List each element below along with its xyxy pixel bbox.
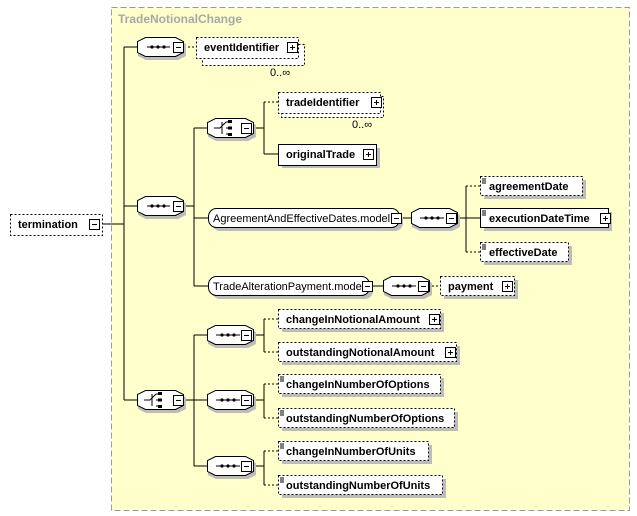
- element-termination-label: termination: [18, 219, 78, 231]
- element-changeInNumberOfUnits[interactable]: changeInNumberOfUnits: [278, 441, 433, 465]
- element-changeInNotionalAmount-label: changeInNotionalAmount: [286, 314, 420, 326]
- sequence-icon: [392, 284, 416, 288]
- sequence-icon: [216, 333, 240, 337]
- collapse-icon[interactable]: [362, 281, 373, 292]
- sequence-compositor-3[interactable]: [411, 208, 461, 232]
- group-ref-agreement-and-effective-dates[interactable]: AgreementAndEffectiveDates.model: [208, 208, 404, 232]
- expand-icon[interactable]: [445, 347, 456, 358]
- choice-icon: [214, 120, 232, 136]
- sequence-compositor-b[interactable]: [207, 390, 257, 414]
- element-changeInNotionalAmount[interactable]: changeInNotionalAmount: [278, 309, 445, 333]
- expand-icon[interactable]: [600, 213, 611, 224]
- sequence-icon: [216, 398, 240, 402]
- collapse-icon[interactable]: [173, 395, 184, 406]
- sequence-compositor-4[interactable]: [383, 276, 433, 300]
- collapse-icon[interactable]: [173, 201, 184, 212]
- element-originalTrade-label: originalTrade: [286, 149, 355, 161]
- sequence-compositor-c[interactable]: [207, 456, 257, 480]
- element-agreementDate[interactable]: agreementDate: [480, 176, 587, 200]
- collapse-icon[interactable]: [418, 281, 429, 292]
- element-changeInNumberOfOptions[interactable]: changeInNumberOfOptions: [278, 374, 445, 398]
- element-payment-label: payment: [448, 281, 494, 293]
- choice-icon: [144, 392, 162, 408]
- element-outstandingNumberOfOptions[interactable]: outstandingNumberOfOptions: [278, 408, 459, 432]
- collapse-icon[interactable]: [446, 213, 457, 224]
- choice-compositor-1[interactable]: [207, 118, 257, 142]
- collapse-icon[interactable]: [89, 219, 100, 230]
- element-eventIdentifier-label: eventIdentifier: [204, 42, 280, 54]
- sequence-icon: [216, 464, 240, 468]
- sequence-compositor-1[interactable]: [137, 37, 187, 61]
- simple-type-icon: [280, 376, 284, 382]
- collapse-icon[interactable]: [241, 330, 252, 341]
- element-agreementDate-label: agreementDate: [489, 181, 568, 193]
- element-executionDateTime-label: executionDateTime: [489, 213, 590, 225]
- element-originalTrade[interactable]: originalTrade: [278, 144, 381, 169]
- element-outstandingNotionalAmount[interactable]: outstandingNotionalAmount: [278, 342, 461, 366]
- group-ref-label: AgreementAndEffectiveDates.model: [213, 213, 390, 225]
- expand-icon[interactable]: [363, 149, 374, 160]
- element-outstandingNumberOfUnits-label: outstandingNumberOfUnits: [286, 480, 430, 492]
- sequence-compositor-a[interactable]: [207, 325, 257, 349]
- expand-icon[interactable]: [371, 97, 382, 108]
- simple-type-icon: [482, 178, 486, 184]
- element-termination[interactable]: termination: [10, 214, 103, 236]
- expand-icon[interactable]: [287, 42, 298, 53]
- element-eventIdentifier[interactable]: eventIdentifier 0..∞: [196, 37, 305, 80]
- choice-compositor-2[interactable]: [137, 390, 187, 414]
- collapse-icon[interactable]: [173, 42, 184, 53]
- simple-type-icon: [482, 210, 486, 216]
- collapse-icon[interactable]: [241, 123, 252, 134]
- element-outstandingNumberOfOptions-label: outstandingNumberOfOptions: [286, 413, 444, 425]
- occurrence-label: 0..∞: [270, 67, 290, 79]
- element-changeInNumberOfUnits-label: changeInNumberOfUnits: [286, 446, 416, 458]
- expand-icon[interactable]: [502, 281, 513, 292]
- simple-type-icon: [280, 477, 284, 483]
- simple-type-icon: [280, 443, 284, 449]
- sequence-icon: [147, 204, 170, 208]
- group-ref-trade-alteration-payment[interactable]: TradeAlterationPayment.model: [208, 276, 374, 300]
- element-effectiveDate-label: effectiveDate: [489, 247, 557, 259]
- collapse-icon[interactable]: [241, 395, 252, 406]
- element-outstandingNotionalAmount-label: outstandingNotionalAmount: [286, 347, 435, 359]
- sequence-icon: [420, 216, 444, 220]
- element-effectiveDate[interactable]: effectiveDate: [480, 242, 573, 266]
- element-payment[interactable]: payment: [440, 276, 519, 300]
- simple-type-icon: [482, 244, 486, 250]
- group-title: TradeNotionalChange: [118, 12, 242, 26]
- expand-icon[interactable]: [429, 314, 440, 325]
- element-tradeIdentifier[interactable]: tradeIdentifier 0..∞: [278, 92, 384, 132]
- collapse-icon[interactable]: [241, 461, 252, 472]
- element-tradeIdentifier-label: tradeIdentifier: [286, 97, 360, 109]
- collapse-icon[interactable]: [391, 213, 402, 224]
- element-changeInNumberOfOptions-label: changeInNumberOfOptions: [286, 379, 430, 391]
- group-ref-label: TradeAlterationPayment.model: [213, 281, 364, 293]
- simple-type-icon: [280, 410, 284, 416]
- sequence-icon: [147, 45, 170, 49]
- sequence-compositor-2[interactable]: [137, 196, 187, 220]
- element-executionDateTime[interactable]: executionDateTime: [480, 208, 613, 232]
- element-outstandingNumberOfUnits[interactable]: outstandingNumberOfUnits: [278, 475, 447, 499]
- occurrence-label: 0..∞: [352, 119, 372, 131]
